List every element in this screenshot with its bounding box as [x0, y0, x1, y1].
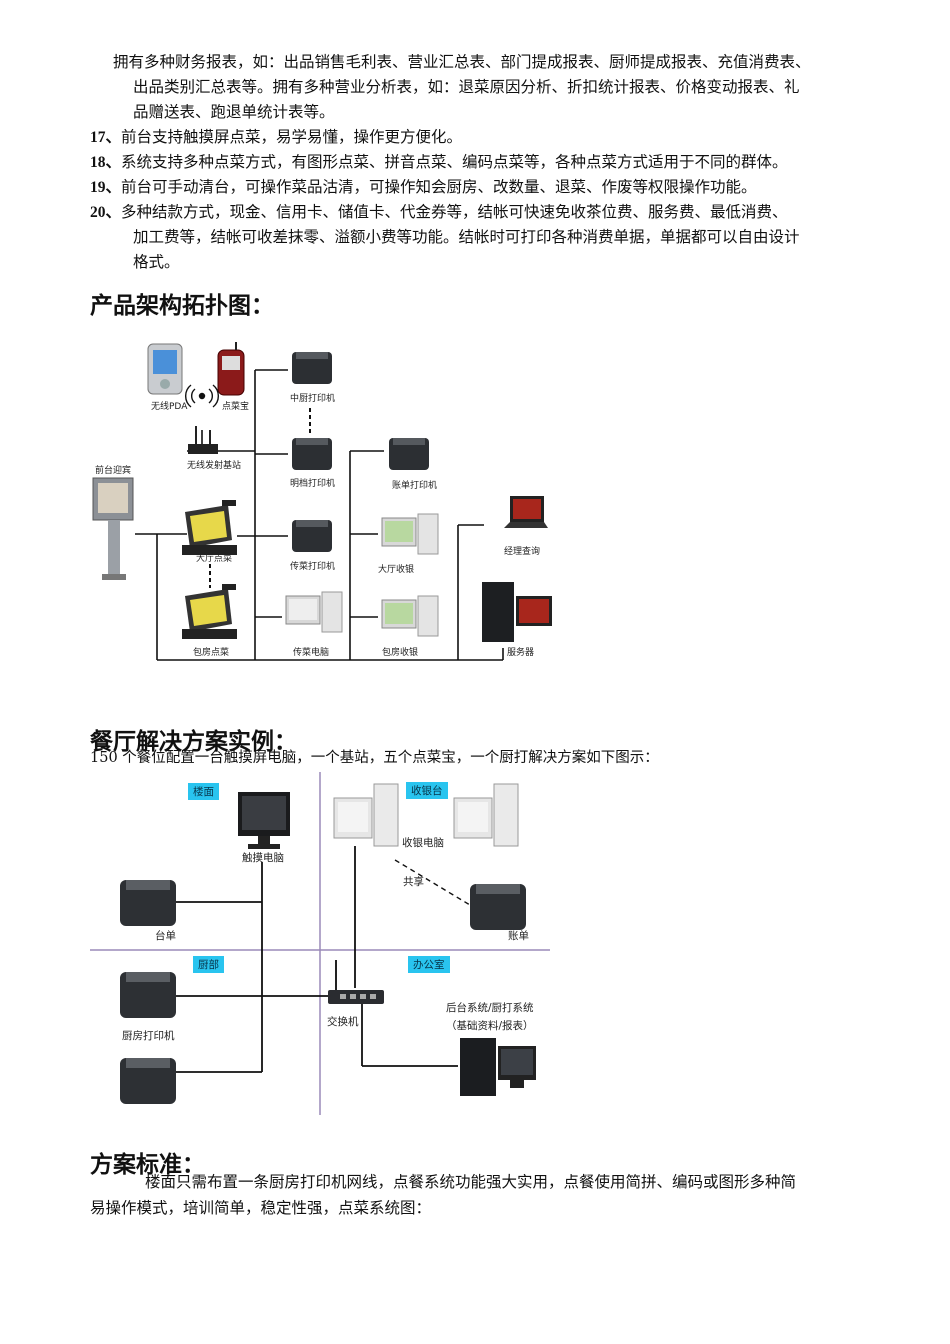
intro-line-2: 出品类别汇总表等。拥有多种营业分析表，如：退菜原因分析、折扣统计报表、价格变动报…	[133, 78, 800, 96]
touch-monitor-icon	[238, 792, 290, 849]
desktop-pc-icon	[381, 595, 439, 637]
printer-icon	[292, 438, 332, 470]
handheld-icon	[217, 342, 245, 396]
desktop-pc-icon	[381, 513, 439, 555]
standard-line-2: 易操作模式，培训简单，稳定性强，点菜系统图：	[90, 1199, 432, 1217]
desktop-pc-icon	[285, 591, 343, 633]
solution-description: 150 个餐位配置一台触摸屏电脑，一个基站，五个点菜宝，一个厨打解决方案如下图示…	[90, 750, 659, 766]
solution-diagram	[90, 772, 550, 1115]
label-taidan: 台单	[155, 930, 176, 942]
label-cc-pc: 传菜电脑	[293, 648, 330, 658]
server-icon	[482, 582, 552, 642]
label-room-cash: 包房收银	[382, 648, 419, 658]
list-item: 20、多种结款方式，现金、信用卡、储值卡、代金券等，结帐可快速免收茶位费、服务费…	[90, 203, 788, 221]
list-item: 17、前台支持触摸屏点菜，易学易懂，操作更方便化。	[90, 128, 463, 146]
server-icon	[460, 1038, 536, 1096]
zone-tag-cashier: 收银台	[406, 782, 448, 799]
kiosk-icon	[92, 477, 134, 580]
label-switch: 交换机	[327, 1016, 359, 1028]
label-pda: 无线PDA	[151, 402, 188, 412]
network-switch-icon	[328, 960, 384, 1004]
label-hall-cash: 大厅收银	[378, 565, 415, 575]
base-station-icon	[188, 426, 218, 454]
pda-icon	[147, 343, 183, 395]
touch-terminal-icon	[182, 584, 237, 639]
intro-line-1: 拥有多种财务报表，如：出品销售毛利表、营业汇总表、部门提成报表、厨师提成报表、充…	[113, 53, 811, 71]
label-cc-printer: 传菜打印机	[290, 562, 336, 572]
zone-tag-floor: 楼面	[188, 783, 219, 800]
standard-line-1: 楼面只需布置一条厨房打印机网线，点餐系统功能强大实用，点餐使用简拼、编码或图形多…	[145, 1173, 797, 1191]
printer-icon	[120, 972, 176, 1018]
printer-icon	[292, 520, 332, 552]
label-touch-pc: 触摸电脑	[242, 852, 284, 864]
desktop-pc-icon	[453, 783, 519, 847]
wireless-signal-icon	[185, 384, 219, 408]
list-item: 19、前台可手动清台，可操作菜品沽清，可操作知会厨房、改数量、退菜、作废等权限操…	[90, 178, 757, 196]
list-item-continuation: 加工费等，结帐可收差抹零、溢额小费等功能。结帐时可打印各种消费单据，单据都可以自…	[133, 228, 800, 246]
label-dcb: 点菜宝	[222, 402, 250, 412]
label-md-printer: 明档打印机	[290, 479, 336, 489]
section-title-topology: 产品架构拓扑图：	[90, 293, 274, 319]
label-cash-pc: 收银电脑	[402, 837, 444, 849]
topology-diagram	[92, 342, 552, 661]
label-kitchen-printer: 厨房打印机	[122, 1030, 175, 1042]
intro-line-3: 品赠送表、跑退单统计表等。	[133, 103, 335, 121]
label-manager: 经理查询	[504, 547, 541, 557]
label-backend: 后台系统/厨打系统	[446, 1002, 534, 1014]
list-item-continuation: 格式。	[133, 253, 180, 271]
printer-icon	[470, 884, 526, 930]
printer-icon	[120, 1058, 176, 1104]
list-item: 18、系统支持多种点菜方式，有图形点菜、拼音点菜、编码点菜等，各种点菜方式适用于…	[90, 153, 788, 171]
touch-terminal-icon	[182, 500, 237, 555]
section-title-standard: 方案标准：	[90, 1152, 205, 1178]
zone-tag-kitchen: 厨部	[193, 956, 224, 973]
label-zc-printer: 中厨打印机	[290, 394, 336, 404]
label-base: 无线发射基站	[187, 461, 242, 471]
desktop-pc-icon	[333, 783, 399, 847]
label-backend-sub: （基础资料/报表）	[446, 1020, 534, 1032]
label-hall-order: 大厅点菜	[196, 554, 233, 564]
section-title-solution: 餐厅解决方案实例：	[90, 729, 297, 755]
label-share: 共享	[403, 876, 424, 888]
printer-icon	[120, 880, 176, 926]
label-server: 服务器	[507, 648, 535, 658]
label-room-order: 包房点菜	[193, 648, 230, 658]
laptop-icon	[504, 496, 548, 528]
zone-tag-office: 办公室	[408, 956, 450, 973]
printer-icon	[292, 352, 332, 384]
label-zd-printer: 账单打印机	[392, 481, 438, 491]
printer-icon	[389, 438, 429, 470]
label-kiosk: 前台迎宾	[95, 466, 132, 476]
label-zhangdan: 账单	[508, 930, 529, 942]
